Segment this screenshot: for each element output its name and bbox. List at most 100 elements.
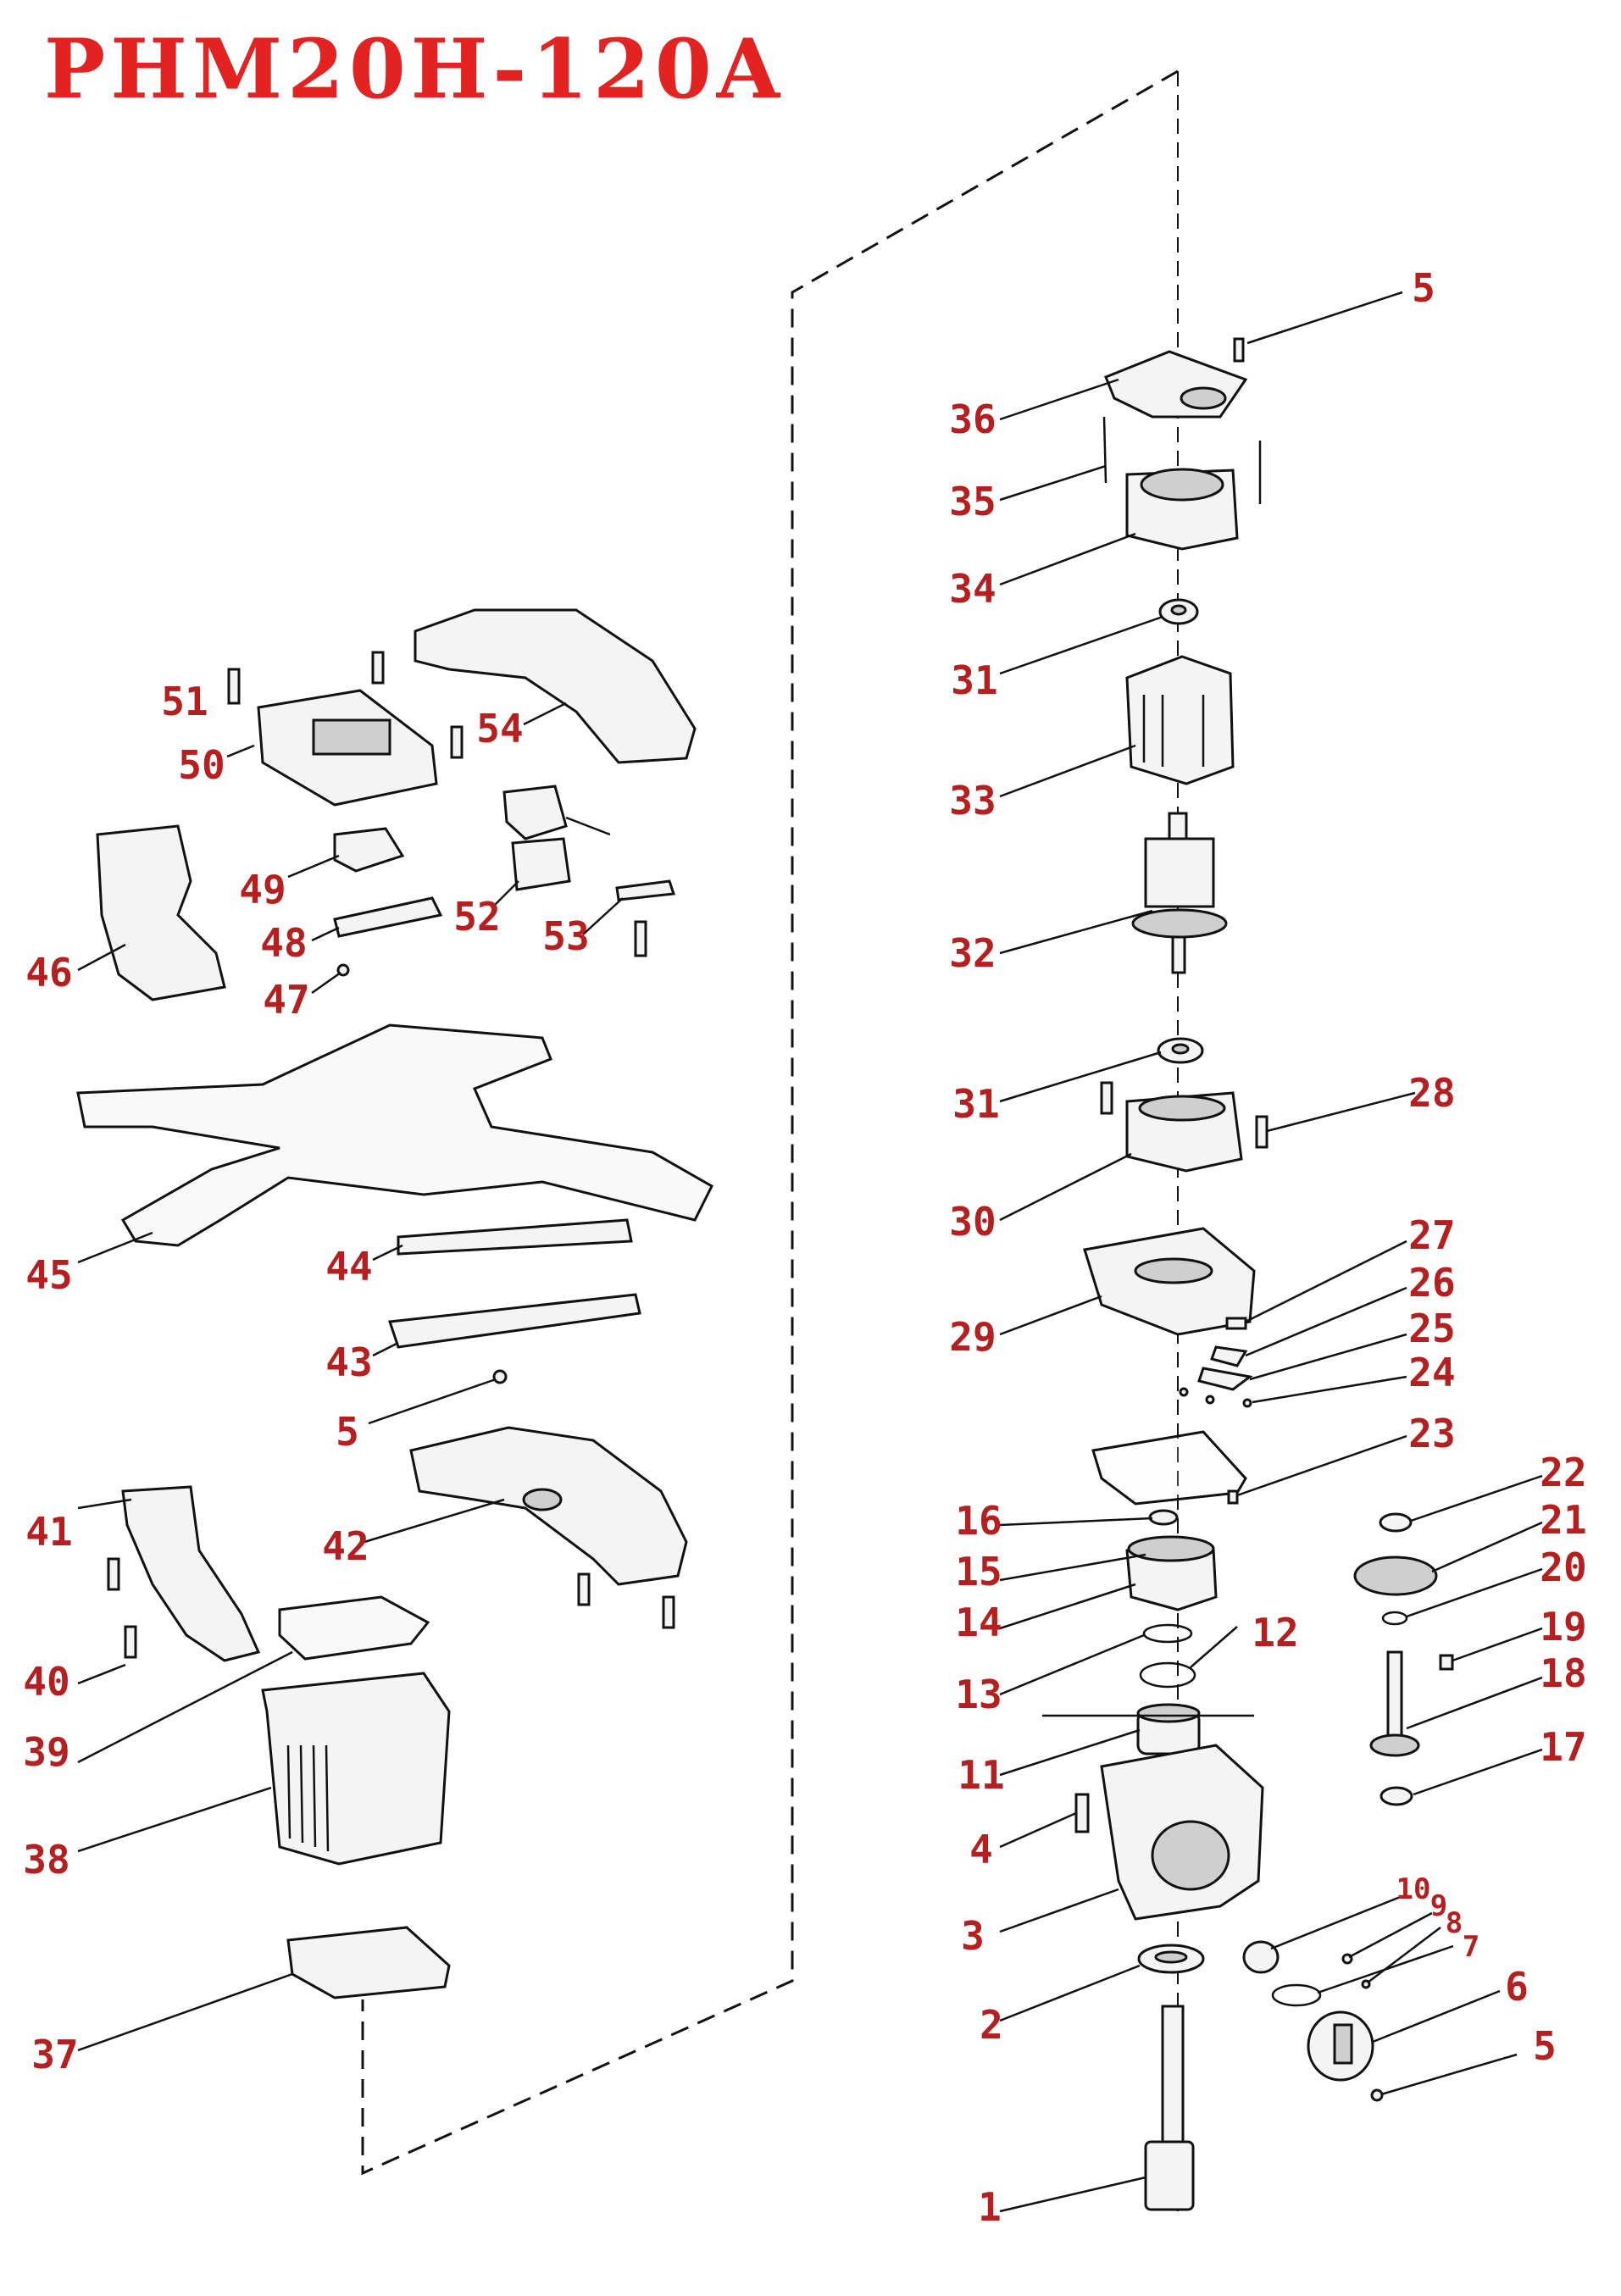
part-25-plate <box>1197 1367 1253 1391</box>
part-31-bearing-hole <box>1170 604 1187 616</box>
part-42-boss <box>522 1488 563 1511</box>
part-21-gear <box>1353 1556 1438 1596</box>
part-7-ring <box>1271 1983 1322 2007</box>
leader-lines-left <box>77 702 624 2052</box>
leader-lines-right <box>999 291 1543 2213</box>
part-43-strip <box>387 1293 641 1349</box>
part-40-screw-a <box>107 1557 120 1591</box>
callout-8: 8 <box>1445 1906 1463 1940</box>
part-40-screw-b <box>124 1625 137 1659</box>
part-36-top-cover <box>1104 350 1248 419</box>
part-5-screw-left <box>492 1369 508 1384</box>
part-51-screw-b <box>371 651 385 685</box>
part-52-switch-body <box>502 785 568 840</box>
callout-52: 52 <box>453 894 501 940</box>
part-5-screw-top <box>1233 337 1245 363</box>
part-20-clip <box>1381 1611 1408 1626</box>
callout-10: 10 <box>1396 1872 1431 1906</box>
callout-26: 26 <box>1408 1260 1456 1306</box>
part-24-pin-c <box>1242 1398 1252 1408</box>
callout-48: 48 <box>260 920 308 966</box>
callout-14: 14 <box>955 1600 1002 1645</box>
part-29-bore <box>1134 1257 1213 1284</box>
part-31-bearing-lower-hole <box>1171 1043 1190 1055</box>
part-19-key <box>1439 1654 1454 1671</box>
part-3-side-bore <box>1151 1820 1230 1891</box>
part-50-terminal-slot <box>312 718 391 756</box>
callout-24: 24 <box>1408 1350 1456 1395</box>
part-38-motor-housing <box>261 1672 451 1866</box>
model-title: PHM20H-120A <box>44 21 786 117</box>
callout-21: 21 <box>1540 1497 1587 1543</box>
part-38-fins <box>286 1744 330 1852</box>
part-37-base <box>286 1926 451 1999</box>
callout-2: 2 <box>980 2002 1003 2048</box>
callout-28: 28 <box>1408 1070 1456 1116</box>
part-4-screw <box>1074 1793 1090 1833</box>
part-15-washer <box>1148 1509 1179 1526</box>
callout-45: 45 <box>25 1252 73 1298</box>
part-32-rotor-core <box>1144 837 1215 908</box>
part-18-collar <box>1369 1733 1420 1757</box>
callout-5-top: 5 <box>1412 265 1435 311</box>
part-53-lever <box>615 879 676 901</box>
part-11-top <box>1136 1703 1201 1723</box>
part-26-spring <box>1210 1345 1248 1367</box>
callout-20: 20 <box>1540 1545 1587 1590</box>
callout-43: 43 <box>325 1339 373 1385</box>
callout-47: 47 <box>263 977 310 1023</box>
callout-31-lower: 31 <box>952 1081 1000 1127</box>
part-2-seal-hole <box>1154 1950 1188 1964</box>
part-17-washer <box>1380 1786 1413 1806</box>
callout-50: 50 <box>178 742 225 788</box>
part-1-spindle-shaft <box>1161 2005 1185 2143</box>
callout-41: 41 <box>25 1509 73 1555</box>
callout-38: 38 <box>23 1837 70 1883</box>
part-6-knob-grip <box>1333 2023 1353 2065</box>
callout-31-top: 31 <box>951 657 998 703</box>
part-51-screw-c <box>450 725 464 759</box>
part-27-clip <box>1225 1317 1247 1330</box>
part-51-screw <box>227 668 241 705</box>
part-18-shaft <box>1386 1650 1403 1747</box>
part-30-ring <box>1138 1095 1226 1122</box>
callout-39: 39 <box>23 1729 70 1775</box>
callout-53: 53 <box>542 913 590 959</box>
callout-40: 40 <box>23 1659 70 1705</box>
part-46-side-handle <box>96 824 226 1001</box>
part-53-screw <box>634 920 647 957</box>
part-44-strip <box>397 1218 633 1256</box>
part-5-screw-bottom <box>1370 2088 1384 2102</box>
callout-35: 35 <box>949 479 996 524</box>
part-22-washer <box>1379 1512 1413 1533</box>
part-10-cam <box>1242 1940 1280 1974</box>
callout-30: 30 <box>949 1199 996 1245</box>
part-35-screw-left <box>1102 416 1107 484</box>
part-45-frame-plate <box>76 1023 713 1247</box>
callout-34: 34 <box>949 566 996 612</box>
callout-6: 6 <box>1505 1964 1529 2010</box>
part-14-top <box>1127 1535 1215 1562</box>
part-48-bar <box>333 896 443 938</box>
callout-27: 27 <box>1408 1212 1456 1258</box>
callout-54: 54 <box>476 706 524 751</box>
part-23-pin <box>1227 1489 1239 1505</box>
callout-18: 18 <box>1540 1650 1587 1696</box>
callout-46: 46 <box>25 950 73 995</box>
part-52-wire <box>565 816 611 836</box>
callout-4: 4 <box>969 1827 993 1872</box>
callout-16: 16 <box>955 1498 1002 1544</box>
callout-1: 1 <box>978 2184 1002 2230</box>
callout-19: 19 <box>1540 1604 1587 1650</box>
callout-36: 36 <box>949 397 996 442</box>
callout-29: 29 <box>949 1314 996 1360</box>
callout-23: 23 <box>1408 1411 1456 1456</box>
callout-9: 9 <box>1429 1889 1448 1923</box>
part-41-grip <box>121 1485 261 1662</box>
part-16-gasket <box>1091 1430 1247 1506</box>
callout-17: 17 <box>1540 1724 1587 1770</box>
callout-49: 49 <box>239 867 286 912</box>
part-42-screw-b <box>662 1595 675 1629</box>
callout-32: 32 <box>949 930 996 976</box>
